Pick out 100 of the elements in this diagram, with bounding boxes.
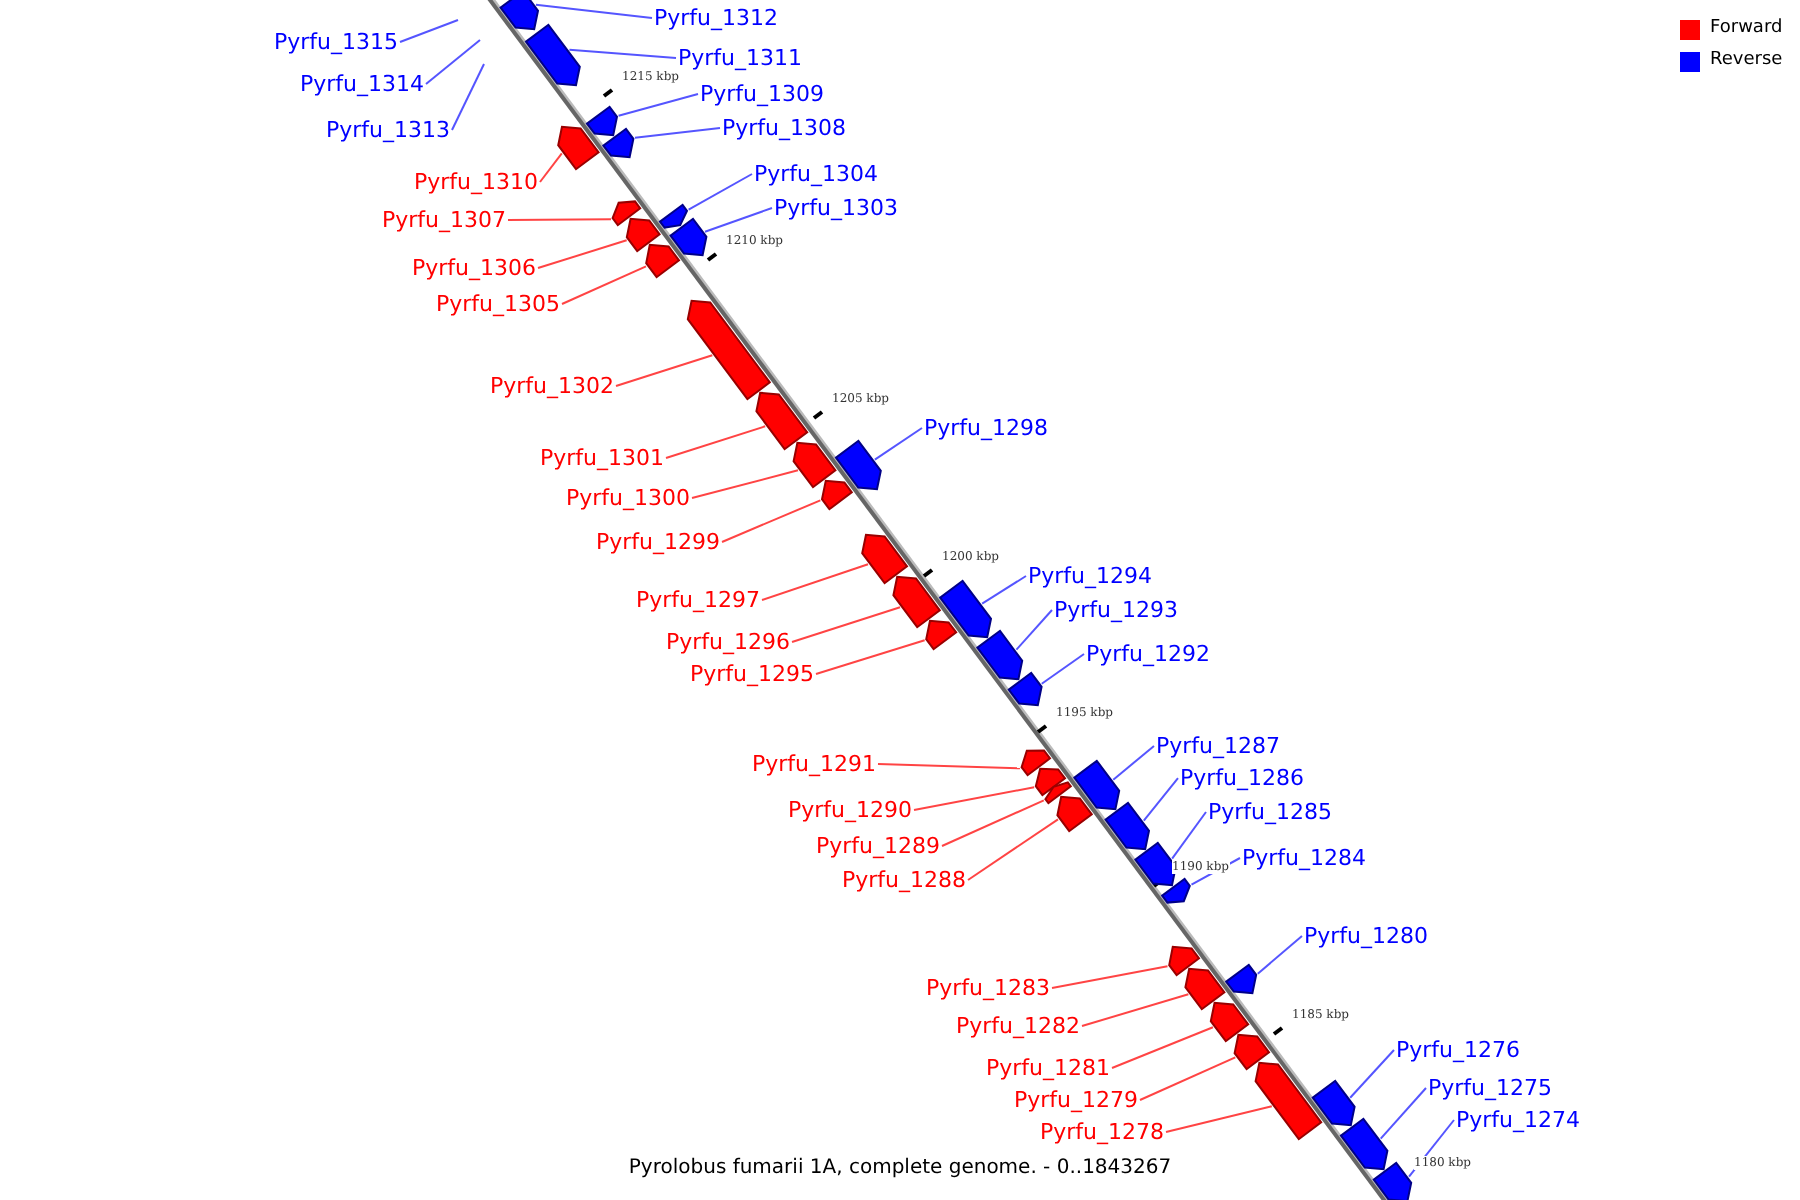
- leader-line: [687, 173, 753, 211]
- leader-line: [1349, 1049, 1395, 1099]
- gene-label: Pyrfu_1305: [435, 291, 560, 317]
- leader-line: [1165, 1105, 1273, 1133]
- gene-label: Pyrfu_1298: [924, 415, 1049, 441]
- leader-line: [1379, 1087, 1427, 1140]
- gene-label: Pyrfu_1296: [665, 629, 790, 655]
- leader-line: [425, 39, 481, 85]
- leader-line: [791, 606, 902, 643]
- leader-line: [534, 3, 653, 19]
- gene-block: [1209, 1001, 1250, 1043]
- gene-label: Pyrfu_1286: [1180, 765, 1305, 791]
- gene-block: [1056, 795, 1094, 833]
- leader-line: [721, 499, 822, 543]
- gene-label: Pyrfu_1293: [1054, 597, 1179, 623]
- leader-line: [1040, 653, 1085, 685]
- leader-line: [615, 354, 714, 387]
- leader-line: [815, 639, 926, 675]
- leader-line: [561, 265, 647, 305]
- leader-line: [981, 575, 1027, 605]
- gene-label: Pyrfu_1302: [489, 373, 614, 399]
- leader-line: [539, 152, 563, 183]
- gene-block: [1168, 945, 1201, 977]
- leader-line: [634, 127, 721, 139]
- gene-block: [1224, 963, 1258, 995]
- gene-block: [1020, 749, 1052, 777]
- gene-block: [1254, 1061, 1323, 1141]
- leader-line: [617, 93, 699, 117]
- gene-block: [669, 217, 708, 257]
- gene-block: [892, 575, 942, 629]
- gene-block: [499, 0, 540, 31]
- gene-label: Pyrfu_1291: [751, 751, 876, 777]
- gene-label: Pyrfu_1313: [325, 117, 450, 143]
- leader-line: [1051, 965, 1169, 989]
- leader-line: [399, 19, 459, 43]
- legend-label: Reverse: [1710, 48, 1783, 74]
- gene-block: [1372, 1161, 1413, 1200]
- gene-label: Pyrfu_1297: [635, 587, 760, 613]
- gene-label: Pyrfu_1304: [754, 161, 879, 187]
- gene-block: [1184, 967, 1226, 1011]
- gene-label: Pyrfu_1301: [539, 445, 664, 471]
- leader-line: [665, 425, 767, 459]
- gene-label: Pyrfu_1281: [985, 1055, 1110, 1081]
- gene-block: [1134, 841, 1177, 887]
- leader-line: [1139, 1056, 1237, 1101]
- leader-line: [704, 207, 773, 233]
- gene-block: [686, 299, 772, 401]
- gene-label: Pyrfu_1315: [273, 29, 398, 55]
- leader-line: [913, 786, 1036, 811]
- gene-label: Pyrfu_1284: [1242, 845, 1367, 871]
- leader-line: [507, 218, 612, 221]
- gene-block: [645, 243, 681, 279]
- gene-label: Pyrfu_1282: [955, 1013, 1080, 1039]
- leader-line: [1111, 1026, 1214, 1069]
- gene-label: Pyrfu_1276: [1396, 1037, 1521, 1063]
- gene-label: Pyrfu_1299: [595, 529, 720, 555]
- gene-block: [1160, 877, 1191, 904]
- gene-label: Pyrfu_1311: [678, 45, 803, 71]
- gene-label: Pyrfu_1290: [787, 797, 912, 823]
- gene-label: Pyrfu_1308: [722, 115, 847, 141]
- gene-label: Pyrfu_1307: [381, 207, 506, 233]
- gene-block: [1044, 781, 1073, 805]
- gene-block: [792, 441, 837, 489]
- leader-line: [1112, 745, 1155, 781]
- gene-block: [1007, 671, 1043, 707]
- gene-label: Pyrfu_1283: [925, 975, 1050, 1001]
- gene-label: Pyrfu_1287: [1156, 733, 1281, 759]
- gene-label: Pyrfu_1303: [774, 195, 899, 221]
- gene-block: [524, 23, 581, 87]
- gene-label: Pyrfu_1300: [565, 485, 690, 511]
- leader-line: [761, 563, 869, 601]
- gene-label: Pyrfu_1312: [654, 5, 779, 31]
- gene-block: [611, 200, 642, 227]
- gene-block: [834, 439, 882, 491]
- gene-label: Pyrfu_1294: [1028, 563, 1153, 589]
- gene-block: [1311, 1079, 1356, 1127]
- gene-block: [861, 533, 909, 585]
- gene-label: Pyrfu_1279: [1013, 1087, 1138, 1113]
- gene-label: Pyrfu_1310: [413, 169, 538, 195]
- leader-line: [1081, 993, 1190, 1027]
- gene-block: [755, 391, 809, 451]
- caption: Pyrolobus fumarii 1A, complete genome. - 0..1843267: [628, 1155, 1172, 1181]
- gene-label: Pyrfu_1278: [1039, 1119, 1164, 1145]
- gene-label: Pyrfu_1314: [299, 71, 424, 97]
- gene-label: Pyrfu_1275: [1428, 1075, 1553, 1101]
- gene-block: [1104, 801, 1151, 851]
- gene-block: [1233, 1033, 1271, 1071]
- gene-block: [557, 125, 600, 171]
- leader-line: [873, 427, 923, 461]
- gene-label: Pyrfu_1309: [700, 81, 825, 107]
- gene-label: Pyrfu_1295: [689, 661, 814, 687]
- gene-block: [1034, 767, 1067, 797]
- gene-label: Pyrfu_1280: [1304, 923, 1429, 949]
- leader-line: [1171, 811, 1207, 860]
- gene-block: [602, 127, 635, 159]
- legend-label: Forward: [1710, 16, 1783, 42]
- gene-block: [625, 217, 661, 253]
- leader-line: [1015, 609, 1053, 651]
- gene-block: [925, 619, 958, 651]
- leader-line: [1256, 935, 1303, 975]
